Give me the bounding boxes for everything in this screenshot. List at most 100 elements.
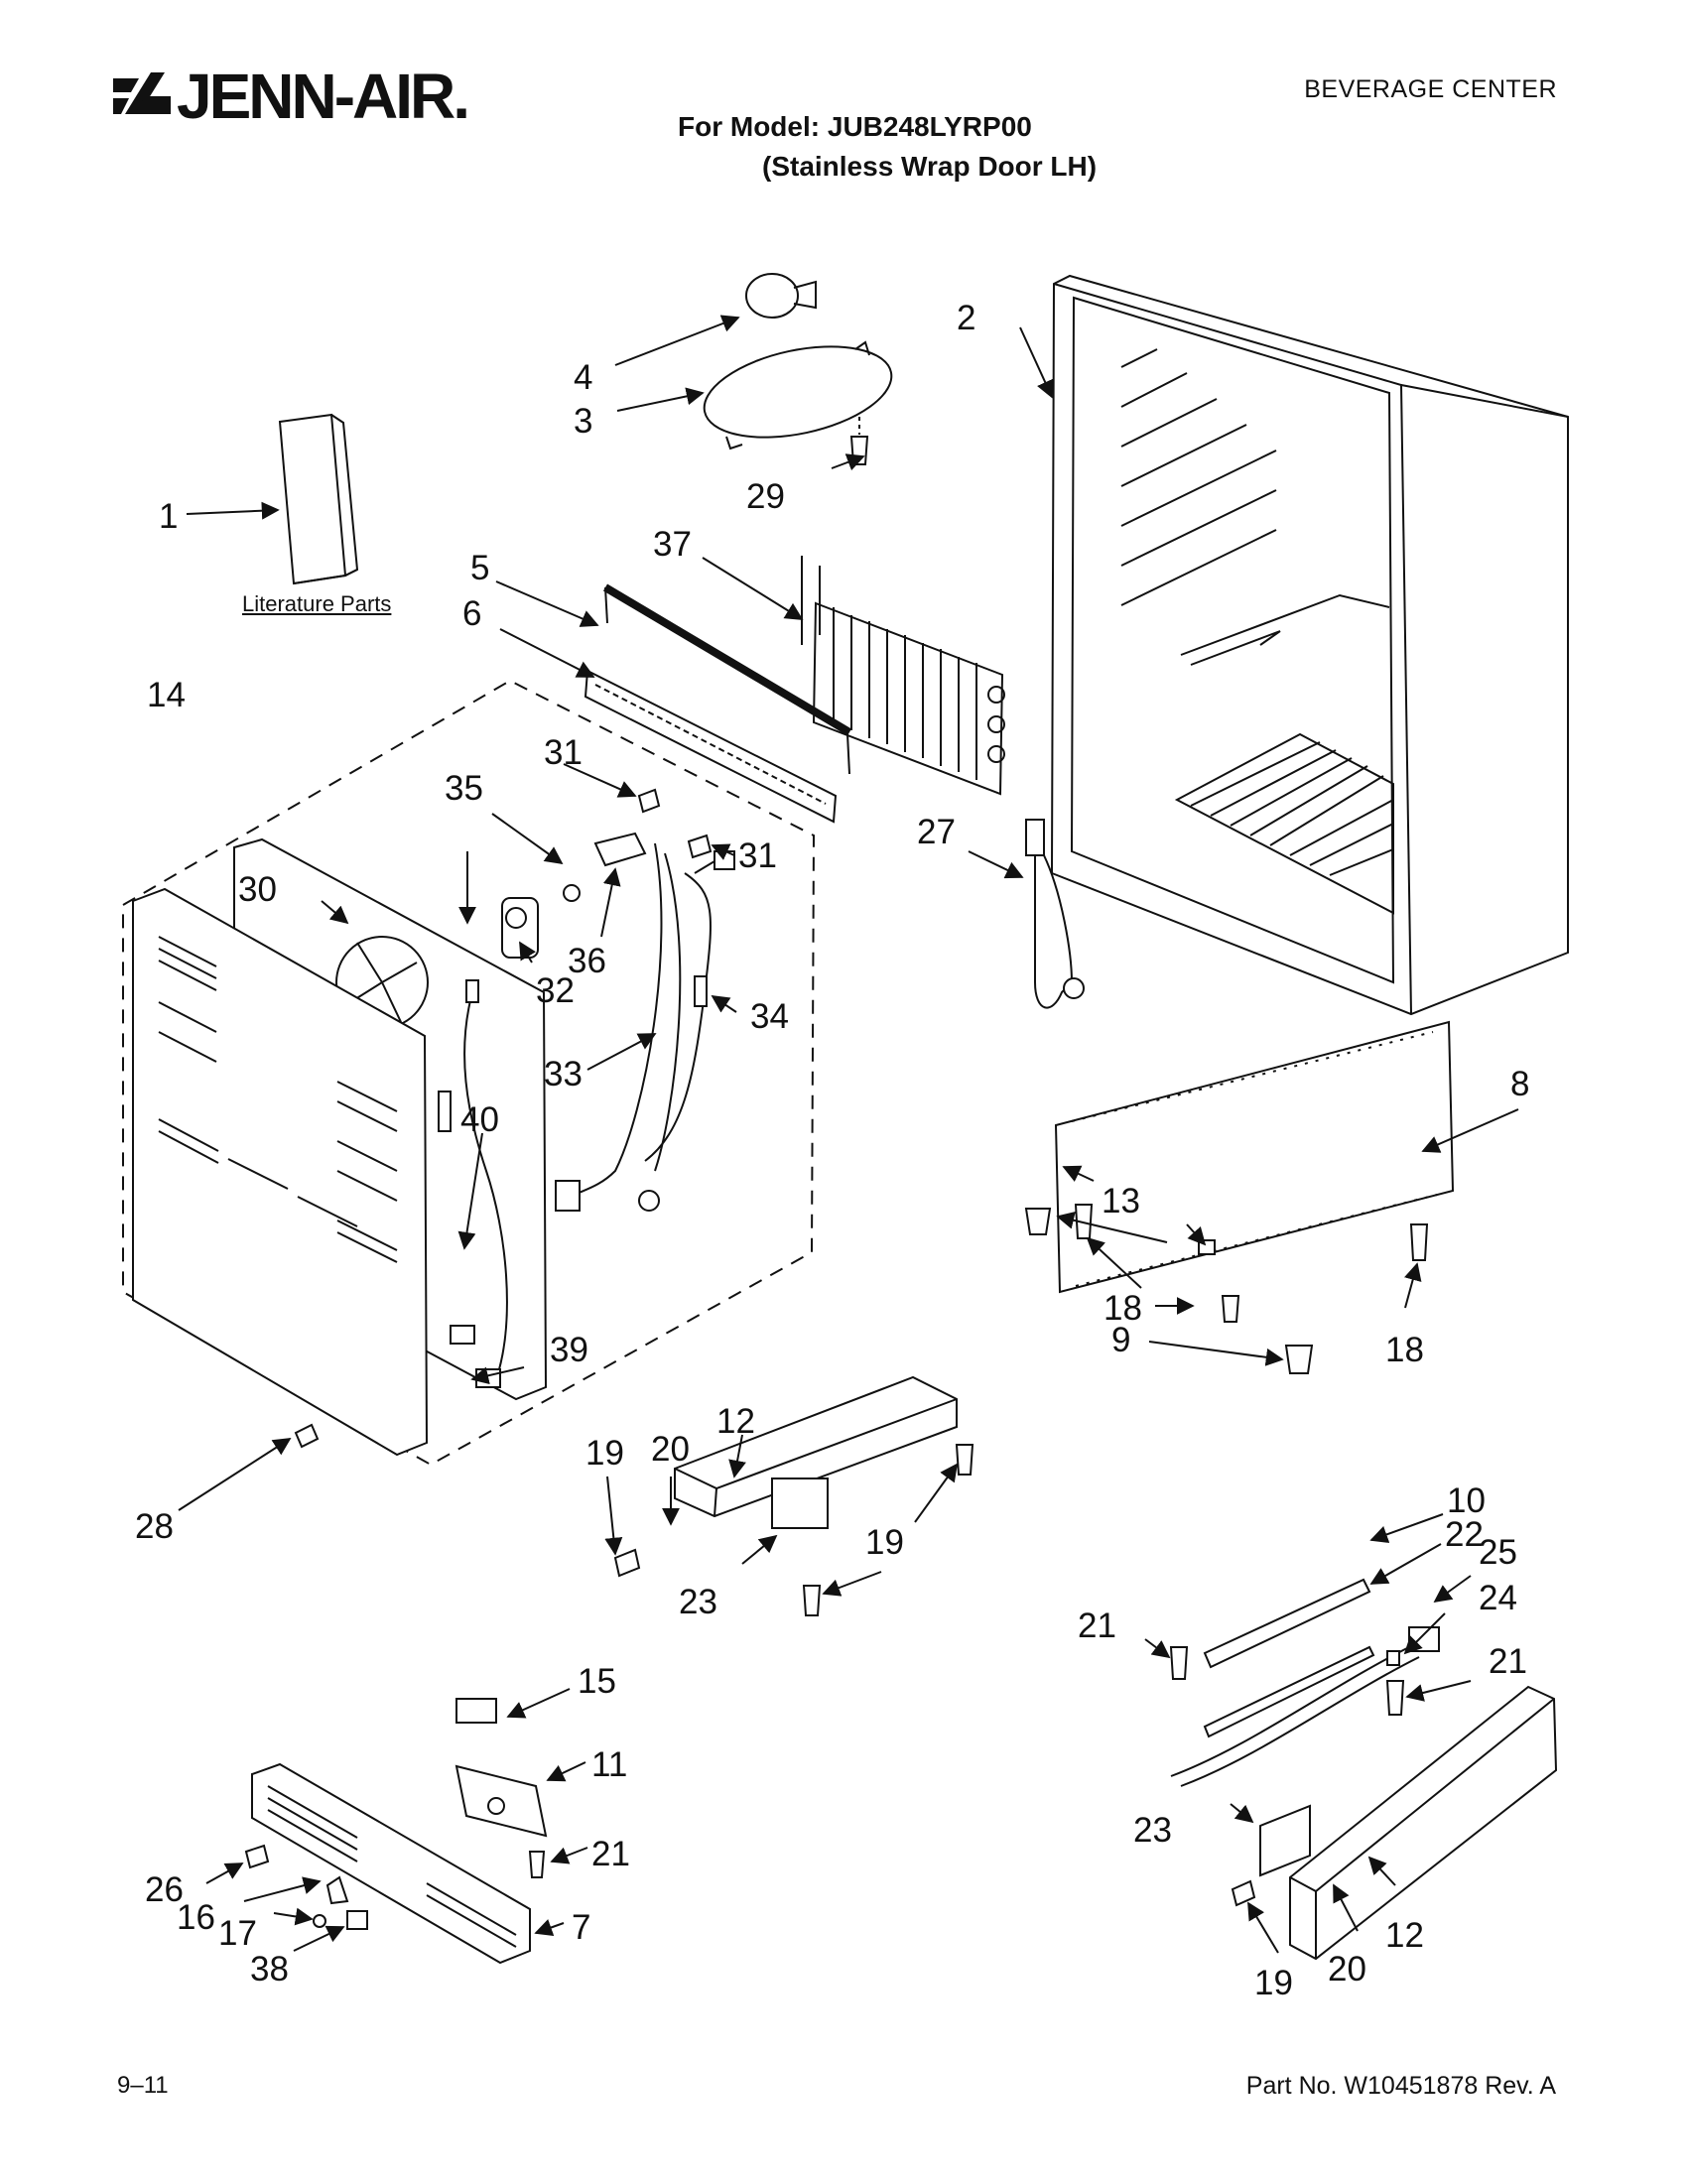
lamp-switch-38 bbox=[346, 1910, 368, 1930]
callout-6: 6 bbox=[462, 594, 481, 633]
callout-21c: 21 bbox=[591, 1835, 630, 1873]
screw-19-upper-right bbox=[955, 1444, 974, 1476]
cabinet-liner-part bbox=[1050, 274, 1569, 1016]
callout-12b: 12 bbox=[1385, 1916, 1424, 1955]
callout-29: 29 bbox=[746, 477, 785, 516]
fan-motor-part bbox=[501, 897, 539, 959]
base-rail-lower bbox=[1259, 1685, 1558, 1961]
callout-18: 18 bbox=[1104, 1289, 1142, 1328]
screw-21-grille bbox=[528, 1851, 546, 1878]
callout-39: 39 bbox=[550, 1331, 588, 1369]
switch-15 bbox=[455, 1698, 497, 1724]
callout-36: 36 bbox=[568, 942, 606, 980]
callout-4: 4 bbox=[574, 358, 592, 397]
base-rail-upper bbox=[674, 1375, 958, 1529]
evaporator-part bbox=[801, 556, 1005, 796]
callout-8: 8 bbox=[1510, 1065, 1529, 1103]
callout-40: 40 bbox=[460, 1100, 499, 1139]
screw-18-mid bbox=[1221, 1295, 1240, 1323]
screw-24 bbox=[1386, 1650, 1400, 1666]
callout-17: 17 bbox=[218, 1914, 257, 1953]
screw-19-upper-bottom bbox=[802, 1585, 822, 1616]
callout-12: 12 bbox=[716, 1402, 755, 1441]
clip-13 bbox=[1198, 1239, 1216, 1255]
brand-logo: JENN-AIR. bbox=[111, 61, 470, 132]
callout-numbers: 1 2 3 4 5 6 7 8 9 10 11 12 12 13 14 15 1… bbox=[135, 299, 1529, 2002]
power-cord-part bbox=[1025, 819, 1085, 1009]
wiring-harness-part bbox=[555, 842, 735, 1212]
callout-28: 28 bbox=[135, 1507, 174, 1546]
callout-21b: 21 bbox=[1489, 1642, 1527, 1681]
screw-34 bbox=[694, 975, 708, 1007]
drain-trough-rod-part bbox=[602, 583, 852, 775]
light-bulb-part bbox=[745, 273, 817, 319]
callout-19b: 19 bbox=[865, 1523, 904, 1562]
screw-28 bbox=[294, 1423, 320, 1449]
screw-31-upper bbox=[637, 788, 661, 814]
leveling-leg-left bbox=[1024, 1208, 1052, 1235]
screw-21-left bbox=[1169, 1646, 1189, 1680]
knob-16 bbox=[325, 1875, 349, 1905]
callout-21: 21 bbox=[1078, 1606, 1116, 1645]
part-number: Part No. W10451878 Rev. A bbox=[1245, 2072, 1556, 2100]
callout-13: 13 bbox=[1102, 1182, 1140, 1220]
callout-15: 15 bbox=[578, 1662, 616, 1701]
callout-23b: 23 bbox=[1133, 1811, 1172, 1850]
callout-19c: 19 bbox=[1254, 1964, 1293, 2002]
callout-24: 24 bbox=[1479, 1579, 1517, 1617]
callout-35: 35 bbox=[445, 769, 483, 808]
callout-37: 37 bbox=[653, 525, 692, 564]
callout-1: 1 bbox=[159, 497, 178, 536]
callout-23: 23 bbox=[679, 1583, 717, 1621]
brand-mark-icon bbox=[113, 72, 171, 114]
rail-strip-10 bbox=[1203, 1578, 1371, 1669]
product-category: BEVERAGE CENTER bbox=[1304, 75, 1557, 103]
literature-parts-label: Literature Parts bbox=[242, 591, 392, 616]
rail-strip-22 bbox=[1203, 1645, 1375, 1738]
callout-11: 11 bbox=[591, 1745, 627, 1784]
brand-name: JENN-AIR. bbox=[177, 61, 470, 132]
switch-housing-11 bbox=[454, 1764, 548, 1838]
light-shield-part bbox=[703, 340, 893, 450]
callout-16: 16 bbox=[177, 1898, 215, 1937]
callout-31: 31 bbox=[544, 733, 583, 772]
grommet-17 bbox=[313, 1914, 326, 1928]
callout-10: 10 bbox=[1447, 1481, 1486, 1520]
callout-32: 32 bbox=[536, 971, 575, 1010]
bottom-cover-plate bbox=[1054, 1020, 1455, 1294]
screw-19-lower bbox=[1231, 1879, 1256, 1907]
callout-22: 22 bbox=[1445, 1515, 1484, 1554]
callout-26: 26 bbox=[145, 1870, 184, 1909]
callout-7: 7 bbox=[572, 1908, 590, 1947]
callout-20: 20 bbox=[651, 1430, 690, 1469]
callout-38: 38 bbox=[250, 1950, 289, 1989]
model-variant: (Stainless Wrap Door LH) bbox=[762, 151, 1098, 182]
page-range: 9–11 bbox=[117, 2072, 169, 2099]
clip-35 bbox=[563, 884, 581, 902]
screw-19-upper-left bbox=[613, 1548, 641, 1578]
callout-2: 2 bbox=[957, 299, 975, 337]
callout-9: 9 bbox=[1111, 1321, 1130, 1359]
screw-31-lower bbox=[687, 834, 713, 859]
callout-33: 33 bbox=[544, 1055, 583, 1093]
callout-18b: 18 bbox=[1385, 1331, 1424, 1369]
callout-31b: 31 bbox=[738, 836, 777, 875]
callout-25: 25 bbox=[1479, 1533, 1517, 1572]
callout-5: 5 bbox=[470, 549, 489, 587]
leader-lines bbox=[178, 315, 1519, 1954]
callout-20b: 20 bbox=[1328, 1950, 1366, 1989]
callout-19: 19 bbox=[585, 1434, 624, 1473]
screw-18-right bbox=[1409, 1223, 1429, 1261]
bracket-36 bbox=[593, 832, 647, 867]
callout-27: 27 bbox=[917, 813, 956, 851]
leveling-leg-right bbox=[1284, 1345, 1314, 1374]
callout-3: 3 bbox=[574, 402, 592, 441]
callout-34: 34 bbox=[750, 997, 789, 1036]
mounting-rail-part bbox=[584, 669, 838, 824]
thermistor-lead-part bbox=[438, 979, 508, 1388]
control-front-panel bbox=[132, 887, 429, 1457]
callout-30: 30 bbox=[238, 870, 277, 909]
literature-book-part bbox=[278, 413, 359, 585]
screw-21-right bbox=[1385, 1680, 1405, 1716]
